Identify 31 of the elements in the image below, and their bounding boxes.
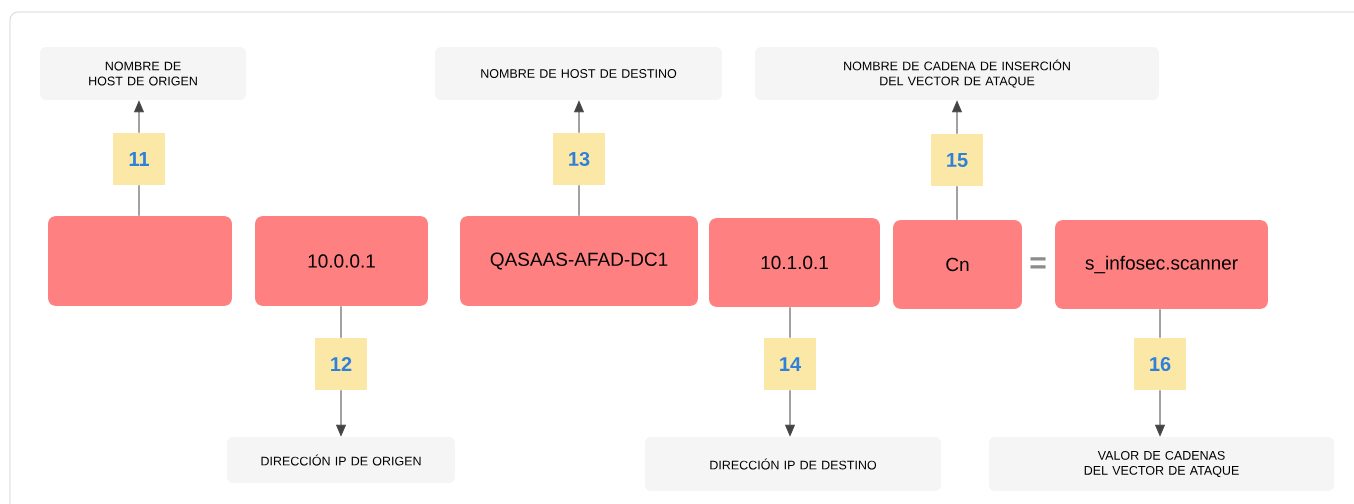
- value-box: s_infosec.scanner: [1055, 220, 1268, 309]
- arrow: [574, 101, 584, 134]
- callout-number: 13: [553, 133, 605, 185]
- description-box: NOMBRE DE CADENA DE INSERCIÓN DEL VECTOR DE ATAQUE: [755, 47, 1159, 100]
- connector-line: [956, 185, 958, 221]
- description-box: VALOR DE CADENAS DEL VECTOR DE ATAQUE: [989, 437, 1334, 491]
- value-box: 10.0.0.1: [255, 216, 428, 306]
- callout-number: 12: [315, 338, 367, 390]
- arrow: [1155, 389, 1165, 436]
- arrow: [134, 101, 144, 134]
- value-box: Cn: [893, 220, 1022, 309]
- equals-sign: =: [1030, 257, 1046, 269]
- callout-number: 14: [764, 338, 816, 390]
- callout-number: 15: [931, 134, 983, 186]
- connector-line: [340, 305, 342, 339]
- arrow: [336, 389, 346, 436]
- arrow: [785, 389, 795, 436]
- connector-line: [578, 184, 580, 217]
- callout-number: 11: [113, 133, 165, 185]
- callout-number: 16: [1134, 338, 1186, 390]
- arrow: [952, 101, 962, 135]
- value-box: QASAAS-AFAD-DC1: [460, 216, 698, 306]
- connector-line: [789, 306, 791, 339]
- description-box: NOMBRE DE HOST DE DESTINO: [435, 47, 722, 100]
- value-box: [48, 216, 232, 306]
- connector-line: [1159, 308, 1161, 339]
- description-box: DIRECCIÓN IP DE DESTINO: [645, 437, 941, 491]
- connector-line: [138, 184, 140, 217]
- value-box: 10.1.0.1: [709, 218, 880, 307]
- description-box: NOMBRE DE HOST DE ORIGEN: [40, 47, 246, 100]
- description-box: DIRECCIÓN IP DE ORIGEN: [227, 437, 455, 483]
